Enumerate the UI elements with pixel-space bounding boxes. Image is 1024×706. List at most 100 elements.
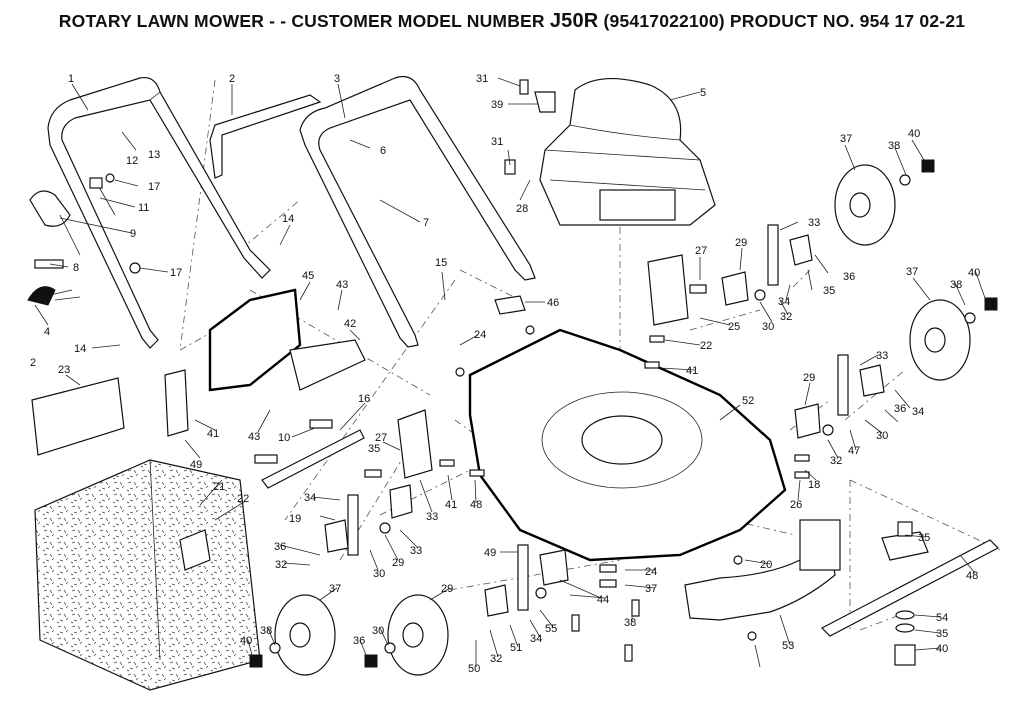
callout: 15 bbox=[435, 257, 447, 269]
callout: 13 bbox=[148, 149, 160, 161]
callout: 35 bbox=[936, 628, 948, 640]
callout: 40 bbox=[968, 267, 980, 279]
callout: 31 bbox=[491, 136, 503, 148]
rear-door-shield bbox=[31, 377, 125, 456]
callout: 30 bbox=[876, 430, 888, 442]
callout: 21 bbox=[213, 481, 225, 493]
callout: 52 bbox=[742, 395, 754, 407]
callout: 12 bbox=[126, 155, 138, 167]
callout: 5 bbox=[700, 87, 706, 99]
callout: 34 bbox=[912, 406, 924, 418]
callout: 39 bbox=[491, 99, 503, 111]
callout: 47 bbox=[848, 445, 860, 457]
rear-baffle bbox=[684, 519, 841, 621]
callout: 37 bbox=[906, 266, 918, 278]
callout: 32 bbox=[490, 653, 502, 665]
callout: 14 bbox=[282, 213, 294, 225]
callout: 4 bbox=[44, 326, 50, 338]
engine bbox=[539, 78, 716, 226]
callout: 44 bbox=[597, 594, 609, 606]
callout: 30 bbox=[762, 321, 774, 333]
callout: 40 bbox=[936, 643, 948, 655]
callout: 29 bbox=[803, 372, 815, 384]
callout: 37 bbox=[329, 583, 341, 595]
title-prefix: ROTARY LAWN MOWER - - CUSTOMER MODEL NUM… bbox=[58, 11, 550, 31]
callout: 33 bbox=[808, 217, 820, 229]
callout: 28 bbox=[516, 203, 528, 215]
callout: 48 bbox=[966, 570, 978, 582]
blade-adapter bbox=[881, 521, 929, 561]
callout: 16 bbox=[358, 393, 370, 405]
callout: 27 bbox=[695, 245, 707, 257]
callout: 42 bbox=[344, 318, 356, 330]
wheel-front-left bbox=[274, 594, 336, 676]
callout: 41 bbox=[686, 365, 698, 377]
callout: 51 bbox=[510, 642, 522, 654]
callout: 33 bbox=[410, 545, 422, 557]
callout-numbers: 1 2 3 31 39 5 12 13 6 31 28 37 38 40 17 … bbox=[30, 73, 980, 675]
callout: 10 bbox=[278, 432, 290, 444]
deflector-plug bbox=[494, 295, 526, 315]
callout: 46 bbox=[547, 297, 559, 309]
callout: 32 bbox=[830, 455, 842, 467]
callout: 17 bbox=[148, 181, 160, 193]
title-suffix: (95417022100) PRODUCT NO. 954 17 02-21 bbox=[598, 11, 966, 31]
callout: 35 bbox=[368, 443, 380, 455]
callout: 26 bbox=[790, 499, 802, 511]
callout: 54 bbox=[936, 612, 948, 624]
callout: 33 bbox=[876, 350, 888, 362]
callout: 40 bbox=[908, 128, 920, 140]
callout: 45 bbox=[302, 270, 314, 282]
page-title: ROTARY LAWN MOWER - - CUSTOMER MODEL NUM… bbox=[0, 10, 1024, 33]
callout: 17 bbox=[170, 267, 182, 279]
callout: 18 bbox=[808, 479, 820, 491]
callout: 38 bbox=[624, 617, 636, 629]
callout: 55 bbox=[545, 623, 557, 635]
callout: 35 bbox=[918, 532, 930, 544]
callout: 25 bbox=[728, 321, 740, 333]
callout: 31 bbox=[476, 73, 488, 85]
control-lever bbox=[29, 177, 116, 256]
callout: 49 bbox=[190, 459, 202, 471]
callout: 11 bbox=[138, 202, 149, 214]
callout: 6 bbox=[380, 145, 386, 157]
upper-handle-right bbox=[299, 75, 536, 348]
callout: 43 bbox=[336, 279, 348, 291]
callout: 34 bbox=[778, 296, 790, 308]
height-adjusters bbox=[324, 224, 885, 617]
callout: 53 bbox=[782, 640, 794, 652]
callout: 20 bbox=[760, 559, 772, 571]
callout: 35 bbox=[823, 285, 835, 297]
callout: 36 bbox=[843, 271, 855, 283]
wheel-rear-upper bbox=[834, 164, 896, 246]
callout: 8 bbox=[73, 262, 79, 274]
callout: 3 bbox=[334, 73, 340, 85]
callout: 1 bbox=[68, 73, 74, 85]
callout: 32 bbox=[275, 559, 287, 571]
callout: 2 bbox=[30, 357, 36, 369]
upper-handle-left bbox=[47, 76, 271, 349]
callout: 41 bbox=[207, 428, 219, 440]
model-number: J50R bbox=[549, 10, 599, 32]
callout: 34 bbox=[304, 492, 316, 504]
callout: 24 bbox=[645, 566, 657, 578]
callout: 49 bbox=[484, 547, 496, 559]
callout: 36 bbox=[894, 403, 906, 415]
callout: 37 bbox=[645, 583, 657, 595]
callout: 30 bbox=[373, 568, 385, 580]
wheel-hardware bbox=[249, 159, 998, 668]
grass-catcher bbox=[34, 459, 261, 691]
callout: 7 bbox=[423, 217, 429, 229]
callout: 22 bbox=[237, 493, 249, 505]
callout: 9 bbox=[130, 228, 136, 240]
callout: 36 bbox=[274, 541, 286, 553]
cutting-blade bbox=[820, 539, 1000, 637]
handle-bolt bbox=[34, 259, 64, 269]
wheel-front-right bbox=[387, 594, 449, 676]
callout: 29 bbox=[735, 237, 747, 249]
callout: 41 bbox=[445, 499, 457, 511]
callout: 38 bbox=[950, 279, 962, 291]
wheel-rear-lower bbox=[909, 299, 971, 381]
callout: 19 bbox=[289, 513, 301, 525]
